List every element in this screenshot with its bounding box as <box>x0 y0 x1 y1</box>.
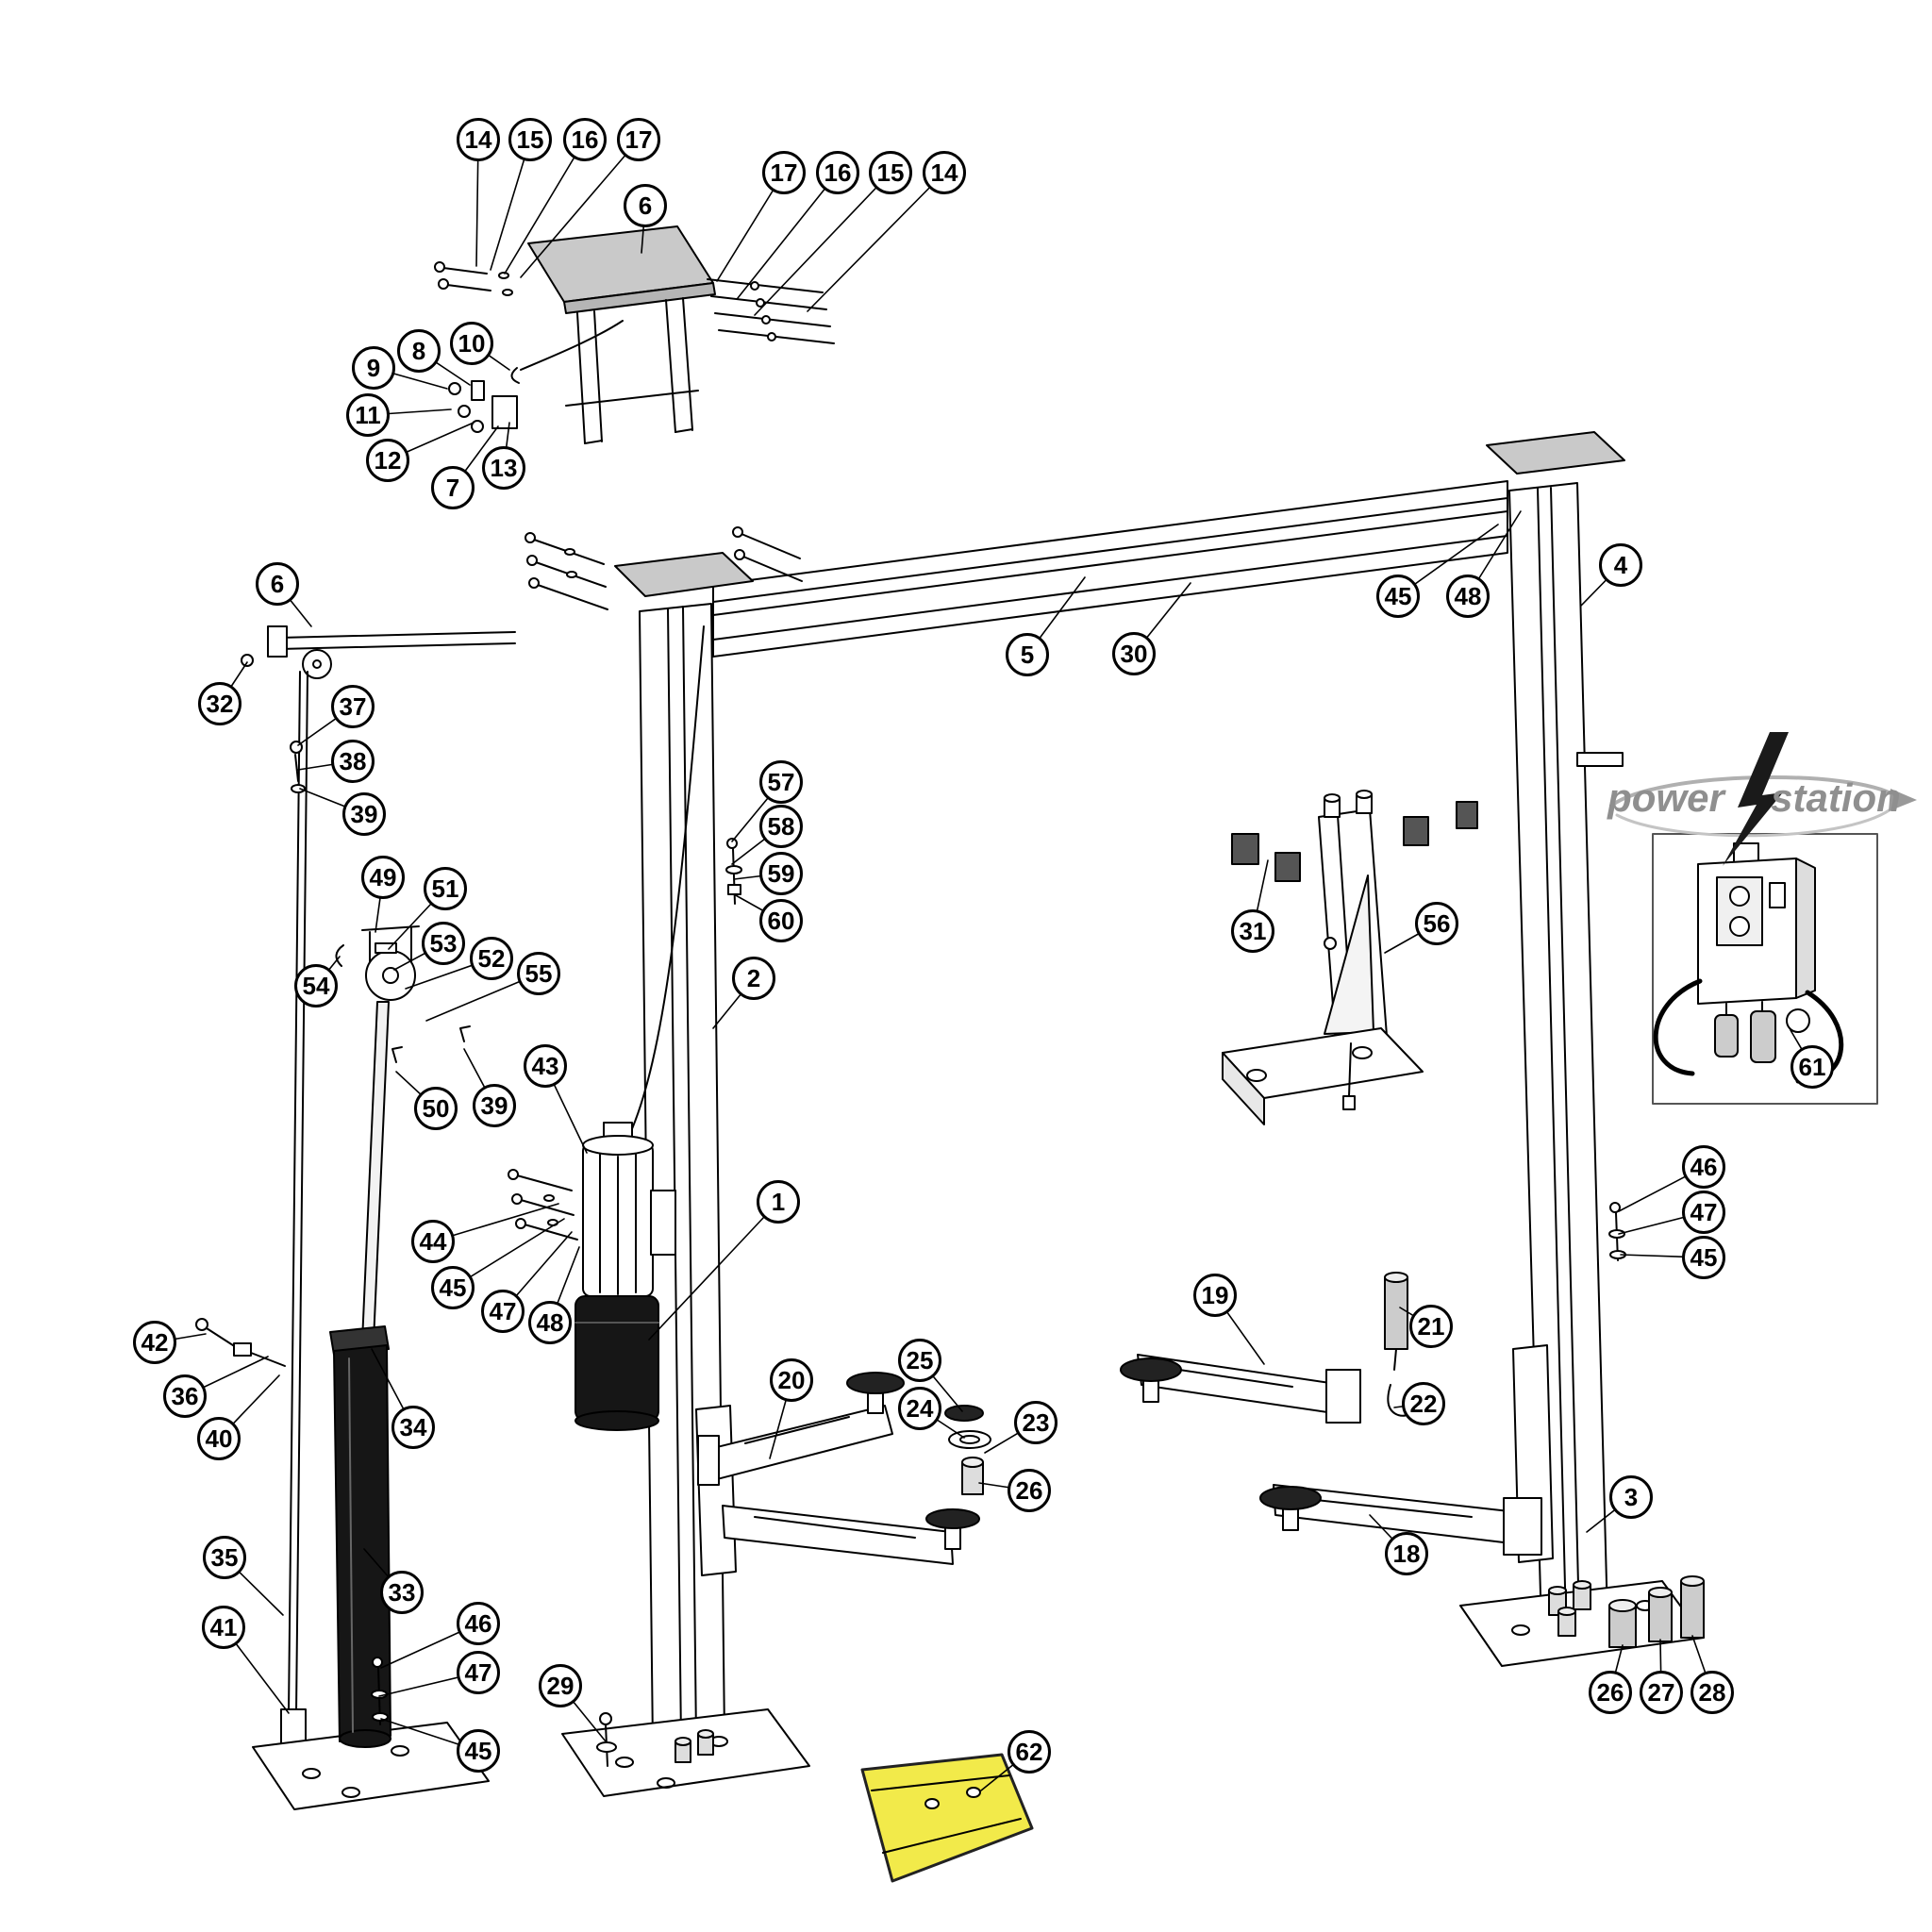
callout-46: 46 <box>1682 1145 1725 1189</box>
power-station-drawing <box>1652 833 1878 1105</box>
callout-17: 17 <box>762 151 806 194</box>
callout-34: 34 <box>391 1406 435 1449</box>
callout-61: 61 <box>1790 1045 1834 1089</box>
callout-62: 62 <box>1008 1730 1051 1774</box>
pad-adapters-drawing <box>1608 1575 1705 1648</box>
callout-45: 45 <box>431 1266 475 1309</box>
callout-9: 9 <box>352 346 395 390</box>
callout-47: 47 <box>457 1651 500 1694</box>
callout-35: 35 <box>203 1536 246 1579</box>
callout-37: 37 <box>331 685 375 728</box>
callout-6: 6 <box>256 562 299 606</box>
right-post-drawing <box>1459 482 1705 1667</box>
callout-17: 17 <box>617 118 660 161</box>
callout-18: 18 <box>1385 1532 1428 1575</box>
callout-56: 56 <box>1415 902 1458 945</box>
callout-23: 23 <box>1014 1401 1058 1444</box>
lightning-bolt-icon <box>1723 732 1789 866</box>
callout-5: 5 <box>1006 633 1049 676</box>
callout-39: 39 <box>473 1084 516 1127</box>
callout-55: 55 <box>517 952 560 995</box>
callout-27: 27 <box>1640 1671 1683 1714</box>
callout-44: 44 <box>411 1220 455 1263</box>
callout-4: 4 <box>1599 543 1642 587</box>
callout-32: 32 <box>198 682 242 725</box>
callout-3: 3 <box>1609 1475 1653 1519</box>
callout-28: 28 <box>1690 1671 1734 1714</box>
callout-21: 21 <box>1409 1305 1453 1348</box>
callout-20: 20 <box>770 1358 813 1402</box>
callout-2: 2 <box>732 957 775 1000</box>
crossbeam-drawing <box>712 480 1508 658</box>
callout-52: 52 <box>470 937 513 980</box>
callout-47: 47 <box>481 1290 525 1333</box>
callout-10: 10 <box>450 322 493 365</box>
callout-31: 31 <box>1231 909 1274 953</box>
callout-1: 1 <box>757 1180 800 1224</box>
callout-51: 51 <box>424 867 467 910</box>
callout-15: 15 <box>869 151 912 194</box>
logo-word-power: power <box>1607 775 1726 820</box>
leader-lines <box>154 139 1813 1791</box>
callout-12: 12 <box>366 439 409 482</box>
callout-16: 16 <box>563 118 607 161</box>
callout-48: 48 <box>1446 575 1490 618</box>
top-plate-subassembly-drawing <box>434 225 835 444</box>
callout-46: 46 <box>457 1602 500 1645</box>
callout-11: 11 <box>346 393 390 437</box>
callout-13: 13 <box>482 446 525 490</box>
callout-48: 48 <box>528 1301 572 1344</box>
callout-33: 33 <box>380 1571 424 1614</box>
callout-40: 40 <box>197 1417 241 1460</box>
callout-19: 19 <box>1193 1274 1237 1317</box>
callout-26: 26 <box>1008 1469 1051 1512</box>
callout-45: 45 <box>457 1729 500 1773</box>
callout-30: 30 <box>1112 632 1156 675</box>
callout-45: 45 <box>1682 1236 1725 1279</box>
callout-36: 36 <box>163 1374 207 1418</box>
callout-8: 8 <box>397 329 441 373</box>
callout-7: 7 <box>431 466 475 509</box>
callout-53: 53 <box>422 922 465 965</box>
fastener-stacks-drawing <box>371 526 1626 1767</box>
callout-24: 24 <box>898 1387 941 1430</box>
callout-15: 15 <box>508 118 552 161</box>
callout-14: 14 <box>457 118 500 161</box>
callout-26: 26 <box>1589 1671 1632 1714</box>
left-post-top-plate <box>614 552 754 597</box>
power-unit-drawing <box>508 1122 676 1431</box>
right-post-top-plate <box>1486 431 1625 475</box>
callout-16: 16 <box>816 151 859 194</box>
front-lift-arms-drawing <box>697 1372 991 1565</box>
callout-38: 38 <box>331 740 375 783</box>
callout-45: 45 <box>1376 575 1420 618</box>
callout-57: 57 <box>759 760 803 804</box>
callout-43: 43 <box>524 1044 567 1088</box>
callout-59: 59 <box>759 852 803 895</box>
callout-22: 22 <box>1402 1382 1445 1425</box>
callout-60: 60 <box>759 899 803 942</box>
callout-47: 47 <box>1682 1191 1725 1234</box>
power-station-logo: power station <box>1607 732 1917 866</box>
rear-lift-arms-drawing <box>1120 1272 1542 1556</box>
callout-41: 41 <box>202 1606 245 1649</box>
callout-50: 50 <box>414 1087 458 1130</box>
callout-25: 25 <box>898 1339 941 1382</box>
callout-58: 58 <box>759 805 803 848</box>
callout-54: 54 <box>294 964 338 1008</box>
callout-29: 29 <box>539 1664 582 1707</box>
callout-42: 42 <box>133 1321 176 1364</box>
callout-49: 49 <box>361 856 405 899</box>
logo-word-station: station <box>1771 775 1901 820</box>
floor-plate-drawing <box>860 1753 1034 1883</box>
callout-6: 6 <box>624 184 667 227</box>
callout-39: 39 <box>342 792 386 836</box>
callout-14: 14 <box>923 151 966 194</box>
carriage-assembly-drawing <box>1222 790 1478 1125</box>
cable-cylinder-assembly-drawing <box>195 625 516 1810</box>
